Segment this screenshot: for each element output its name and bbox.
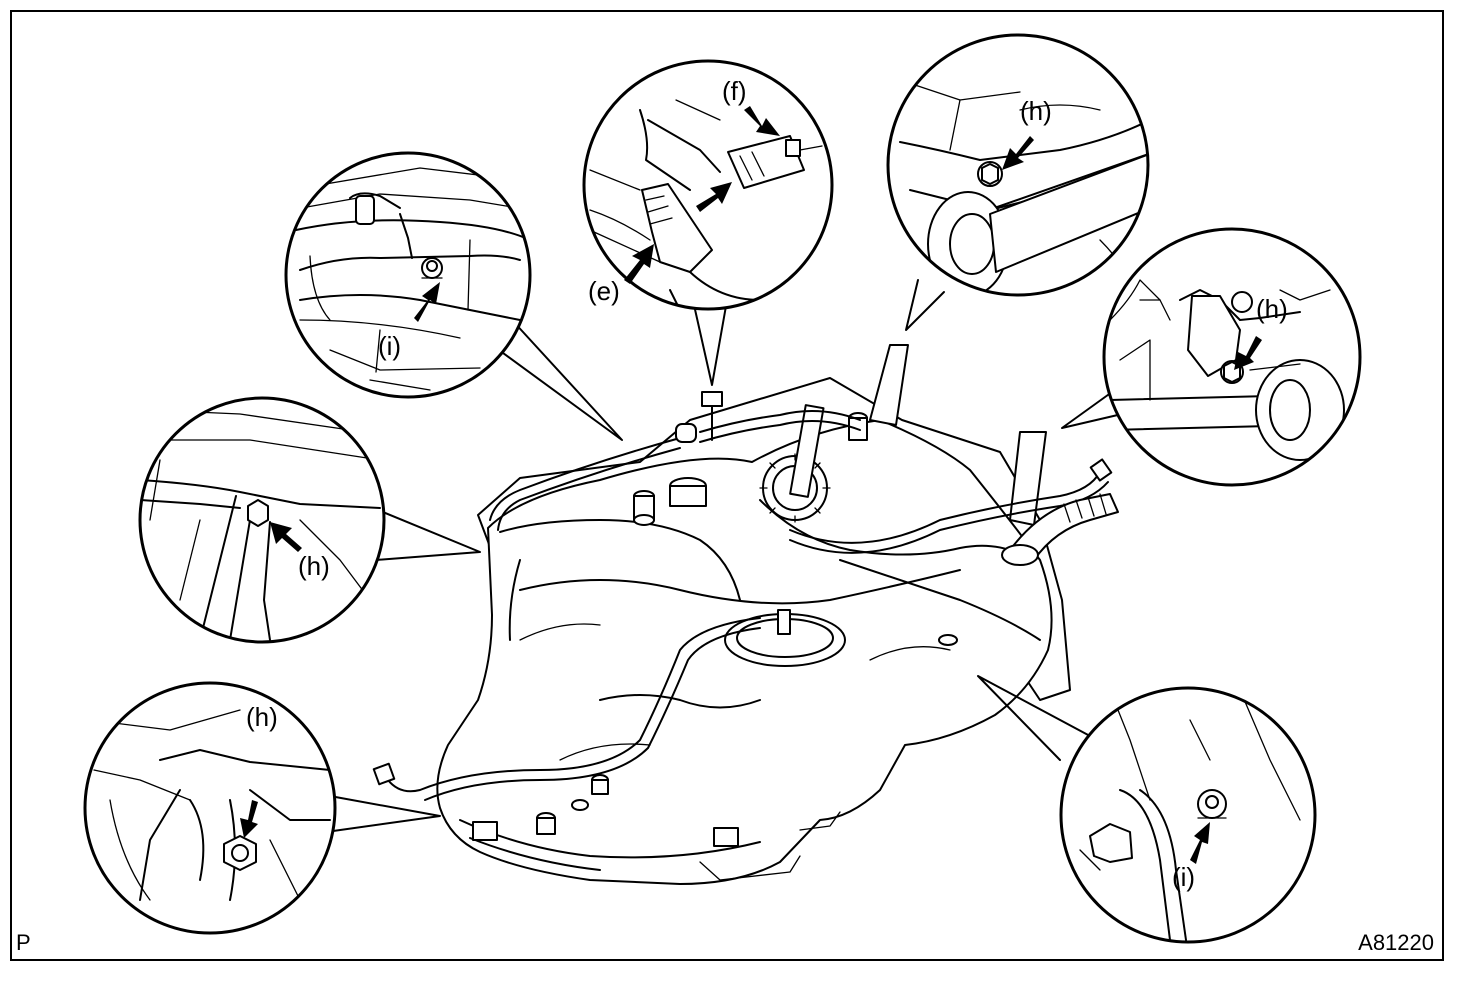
callout-label: (h) [246, 702, 278, 732]
drawing-id: A81220 [1358, 930, 1434, 955]
callout-lower-right: (i) [1059, 686, 1317, 944]
callout-top-center: (e) (f) [582, 59, 834, 311]
arrow-icon [1002, 136, 1034, 170]
drawing-frame [10, 10, 1444, 961]
callout-top-right: (h) [886, 33, 1150, 297]
callout-label: (i) [378, 331, 401, 361]
callout-label: (h) [1256, 294, 1288, 324]
callout-label: (h) [298, 551, 330, 581]
callout-label: (e) [588, 276, 620, 306]
arrow-icon [1234, 336, 1262, 370]
arrow-icon [1190, 822, 1210, 864]
callout-label: (h) [1020, 96, 1052, 126]
callout-upper-left: (i) [284, 151, 532, 399]
fuel-tank-assembly [372, 344, 1119, 885]
arrow-icon [744, 106, 780, 136]
arrow-icon [696, 182, 732, 212]
callout-lower-left: (h) [83, 681, 337, 935]
arrow-icon [624, 244, 654, 284]
callout-label: (f) [722, 76, 747, 106]
corner-mark: P [16, 930, 31, 955]
arrow-icon [414, 282, 440, 322]
arrow-icon [240, 800, 258, 838]
callout-left: (h) [138, 396, 386, 644]
callout-right: (h) [1102, 227, 1362, 487]
callout-label: (i) [1172, 862, 1195, 892]
leader-lines [325, 279, 1123, 833]
arrow-icon [270, 522, 302, 552]
